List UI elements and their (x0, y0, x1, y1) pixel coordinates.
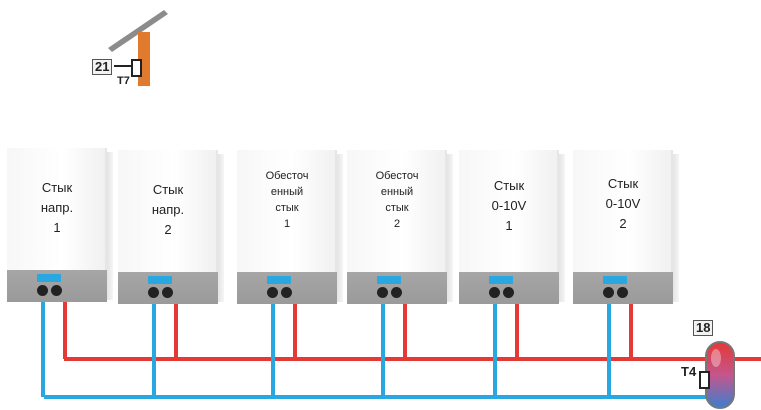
display-icon (267, 276, 291, 284)
boiler-body: Стык напр. 2 (118, 150, 218, 272)
boiler-body: Обесточ енный стык 1 (237, 150, 337, 272)
boiler-label: Стык 0-10V 2 (605, 176, 641, 231)
boiler-control-panel (459, 272, 559, 304)
knob-icon (617, 287, 628, 298)
knob-icon (377, 287, 388, 298)
knob-icon (162, 287, 173, 298)
knob-icon (37, 285, 48, 296)
display-icon (603, 276, 627, 284)
boiler-side (337, 154, 343, 302)
boiler-control-panel (347, 272, 447, 304)
knob-icon (603, 287, 614, 298)
boiler-label: Стык 0-10V 1 (491, 178, 527, 233)
knob-icon (503, 287, 514, 298)
boiler-body: Стык напр. 1 (7, 148, 107, 270)
boiler-unit: Стык 0-10V 1 (459, 150, 565, 322)
boiler-unit: Стык напр. 1 (7, 148, 113, 320)
solar-sensor-number: 21 (92, 59, 113, 75)
boiler-body: Стык 0-10V 1 (459, 150, 559, 272)
knob-icon (148, 287, 159, 298)
boiler-side (447, 154, 453, 302)
display-icon (377, 276, 401, 284)
boiler-unit: Стык напр. 2 (118, 150, 224, 322)
boiler-control-panel (237, 272, 337, 304)
tank-sensor-icon (699, 371, 710, 389)
boiler-side (218, 154, 224, 302)
solar-sensor-icon (131, 59, 142, 77)
display-icon (37, 274, 61, 282)
knob-icon (267, 287, 278, 298)
boiler-control-panel (7, 270, 107, 302)
boiler-label: Стык напр. 1 (40, 180, 74, 235)
boiler-label: Стык напр. 2 (151, 182, 185, 237)
knob-icon (391, 287, 402, 298)
storage-tank-icon (705, 341, 735, 409)
boiler-side (559, 154, 565, 302)
boiler-body: Стык 0-10V 2 (573, 150, 673, 272)
knob-icon (51, 285, 62, 296)
boiler-body: Обесточ енный стык 2 (347, 150, 447, 272)
boiler-control-panel (573, 272, 673, 304)
boiler-unit: Обесточ енный стык 1 (237, 150, 343, 322)
boiler-label: Обесточ енный стык 1 (265, 170, 309, 230)
knob-icon (489, 287, 500, 298)
display-icon (489, 276, 513, 284)
boiler-control-panel (118, 272, 218, 304)
solar-sensor-label: T7 (117, 75, 130, 87)
tank-sensor-label: T4 (681, 364, 697, 379)
roof-icon (108, 10, 168, 52)
knob-icon (281, 287, 292, 298)
boiler-side (673, 154, 679, 302)
boiler-side (107, 152, 113, 300)
boiler-unit: Стык 0-10V 2 (573, 150, 679, 322)
tank-sensor-number: 18 (693, 320, 714, 336)
boiler-label: Обесточ енный стык 2 (375, 170, 419, 230)
display-icon (148, 276, 172, 284)
boiler-unit: Обесточ енный стык 2 (347, 150, 453, 322)
